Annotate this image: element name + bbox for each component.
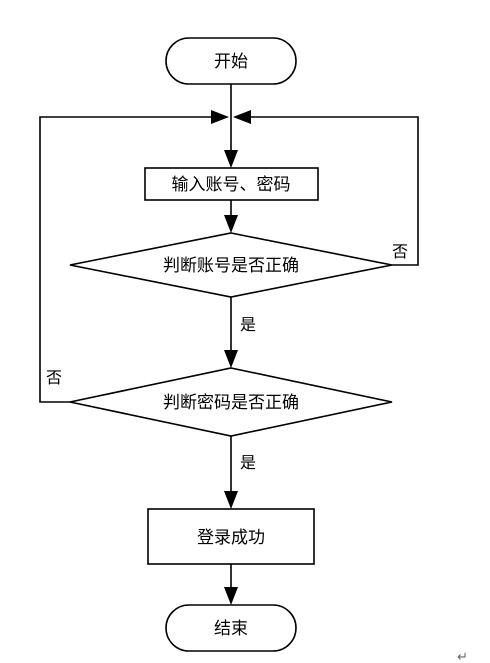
account-no-loop [249, 116, 419, 266]
account-arrowhead [224, 215, 238, 233]
input-label: 输入账号、密码 [172, 175, 291, 195]
input-arrowhead [224, 150, 238, 168]
paragraph-mark: ↵ [457, 650, 468, 663]
password-yes-label: 是 [240, 453, 256, 472]
end-label: 结束 [214, 619, 248, 639]
check-account-label: 判断账号是否正确 [163, 256, 299, 276]
check-password-node: 判断密码是否正确 [69, 367, 393, 437]
start-node: 开始 [165, 37, 297, 85]
account-no-label: 否 [392, 242, 408, 261]
start-label: 开始 [214, 52, 248, 72]
end-arrowhead [224, 587, 238, 605]
account-no-arrowhead [233, 110, 251, 124]
check-account-node: 判断账号是否正确 [69, 232, 393, 298]
success-node: 登录成功 [147, 508, 315, 565]
password-arrowhead [224, 350, 238, 368]
password-no-label: 否 [46, 368, 62, 387]
success-arrowhead [224, 491, 238, 509]
check-password-label: 判断密码是否正确 [163, 393, 299, 413]
password-no-loop [39, 116, 213, 403]
password-no-arrowhead [211, 110, 229, 124]
success-label: 登录成功 [197, 528, 265, 548]
end-node: 结束 [165, 604, 297, 652]
input-node: 输入账号、密码 [144, 167, 319, 201]
account-yes-label: 是 [240, 315, 256, 334]
